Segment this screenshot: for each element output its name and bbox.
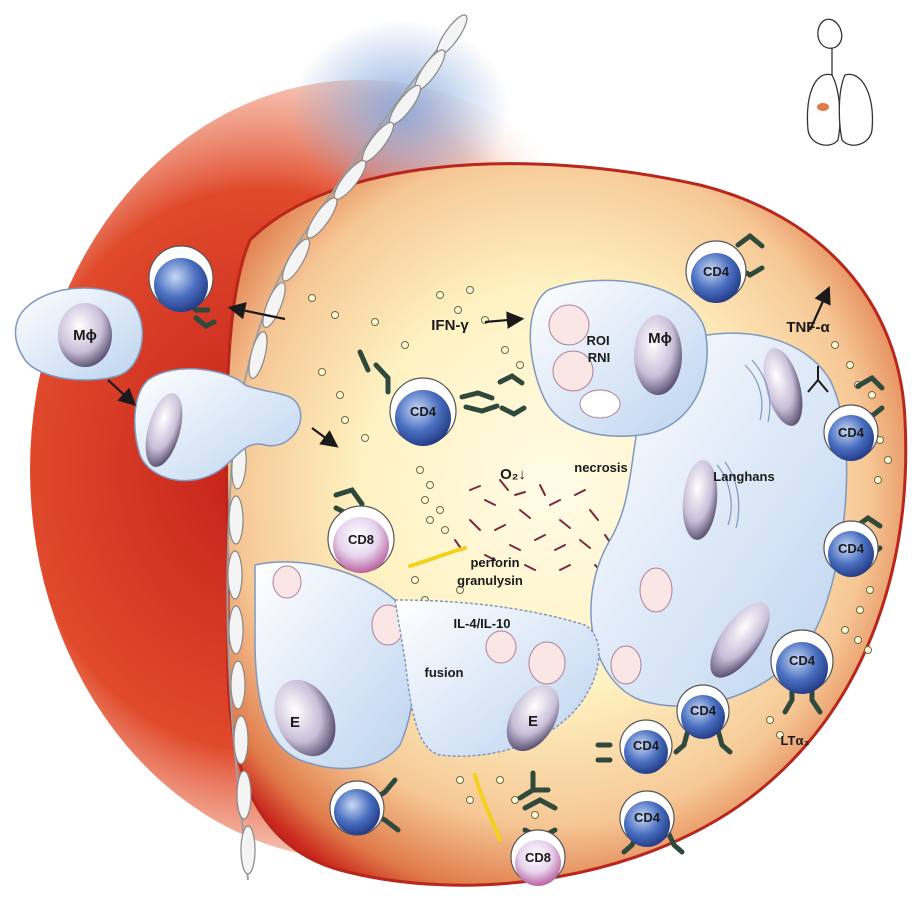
cd4-label: CD4 bbox=[690, 703, 717, 718]
epithelioid-label: E bbox=[528, 713, 538, 730]
cd4-label: CD4 bbox=[703, 264, 730, 279]
perforin-label: perforin bbox=[470, 555, 519, 570]
macrophage-nucleus bbox=[634, 315, 682, 395]
cd4-label: CD4 bbox=[634, 810, 661, 825]
cd4-label: CD4 bbox=[838, 541, 865, 556]
fusion-label: fusion bbox=[425, 665, 464, 680]
mphi-label-outside: Mϕ bbox=[73, 327, 97, 344]
mphi-label-inside: Mϕ bbox=[648, 330, 672, 347]
epithelioid-label: E bbox=[290, 714, 300, 731]
ifn-gamma-label: IFN-γ bbox=[431, 317, 469, 334]
vesicle bbox=[611, 646, 641, 684]
naive-t-cell bbox=[330, 781, 384, 835]
langhans-label: Langhans bbox=[713, 469, 774, 484]
granulysin-label: granulysin bbox=[457, 573, 523, 588]
rni-label: RNI bbox=[588, 350, 610, 365]
cd4-label: CD4 bbox=[633, 738, 660, 753]
vesicle bbox=[273, 566, 301, 598]
tnf-alpha-label: TNF-α bbox=[786, 319, 830, 336]
cd4-label: CD4 bbox=[789, 653, 816, 668]
cd4-label: CD4 bbox=[410, 404, 437, 419]
phagosome bbox=[580, 390, 620, 418]
cd8-label: CD8 bbox=[525, 850, 551, 865]
lung-icon bbox=[807, 19, 872, 145]
cd4-label: CD4 bbox=[838, 425, 865, 440]
roi-label: ROI bbox=[586, 333, 609, 348]
vesicle bbox=[640, 568, 672, 612]
o2-label: O₂↓ bbox=[500, 466, 526, 483]
phagosome bbox=[549, 305, 589, 345]
vesicle bbox=[529, 642, 565, 684]
il4-il10-label: IL-4/IL-10 bbox=[453, 616, 510, 631]
necrosis-label: necrosis bbox=[574, 460, 627, 475]
cd8-label: CD8 bbox=[348, 532, 374, 547]
cd8-cell: CD8 bbox=[328, 506, 394, 573]
vesicle bbox=[486, 631, 516, 663]
lt-alpha3-label: LTα₃ bbox=[781, 733, 810, 748]
